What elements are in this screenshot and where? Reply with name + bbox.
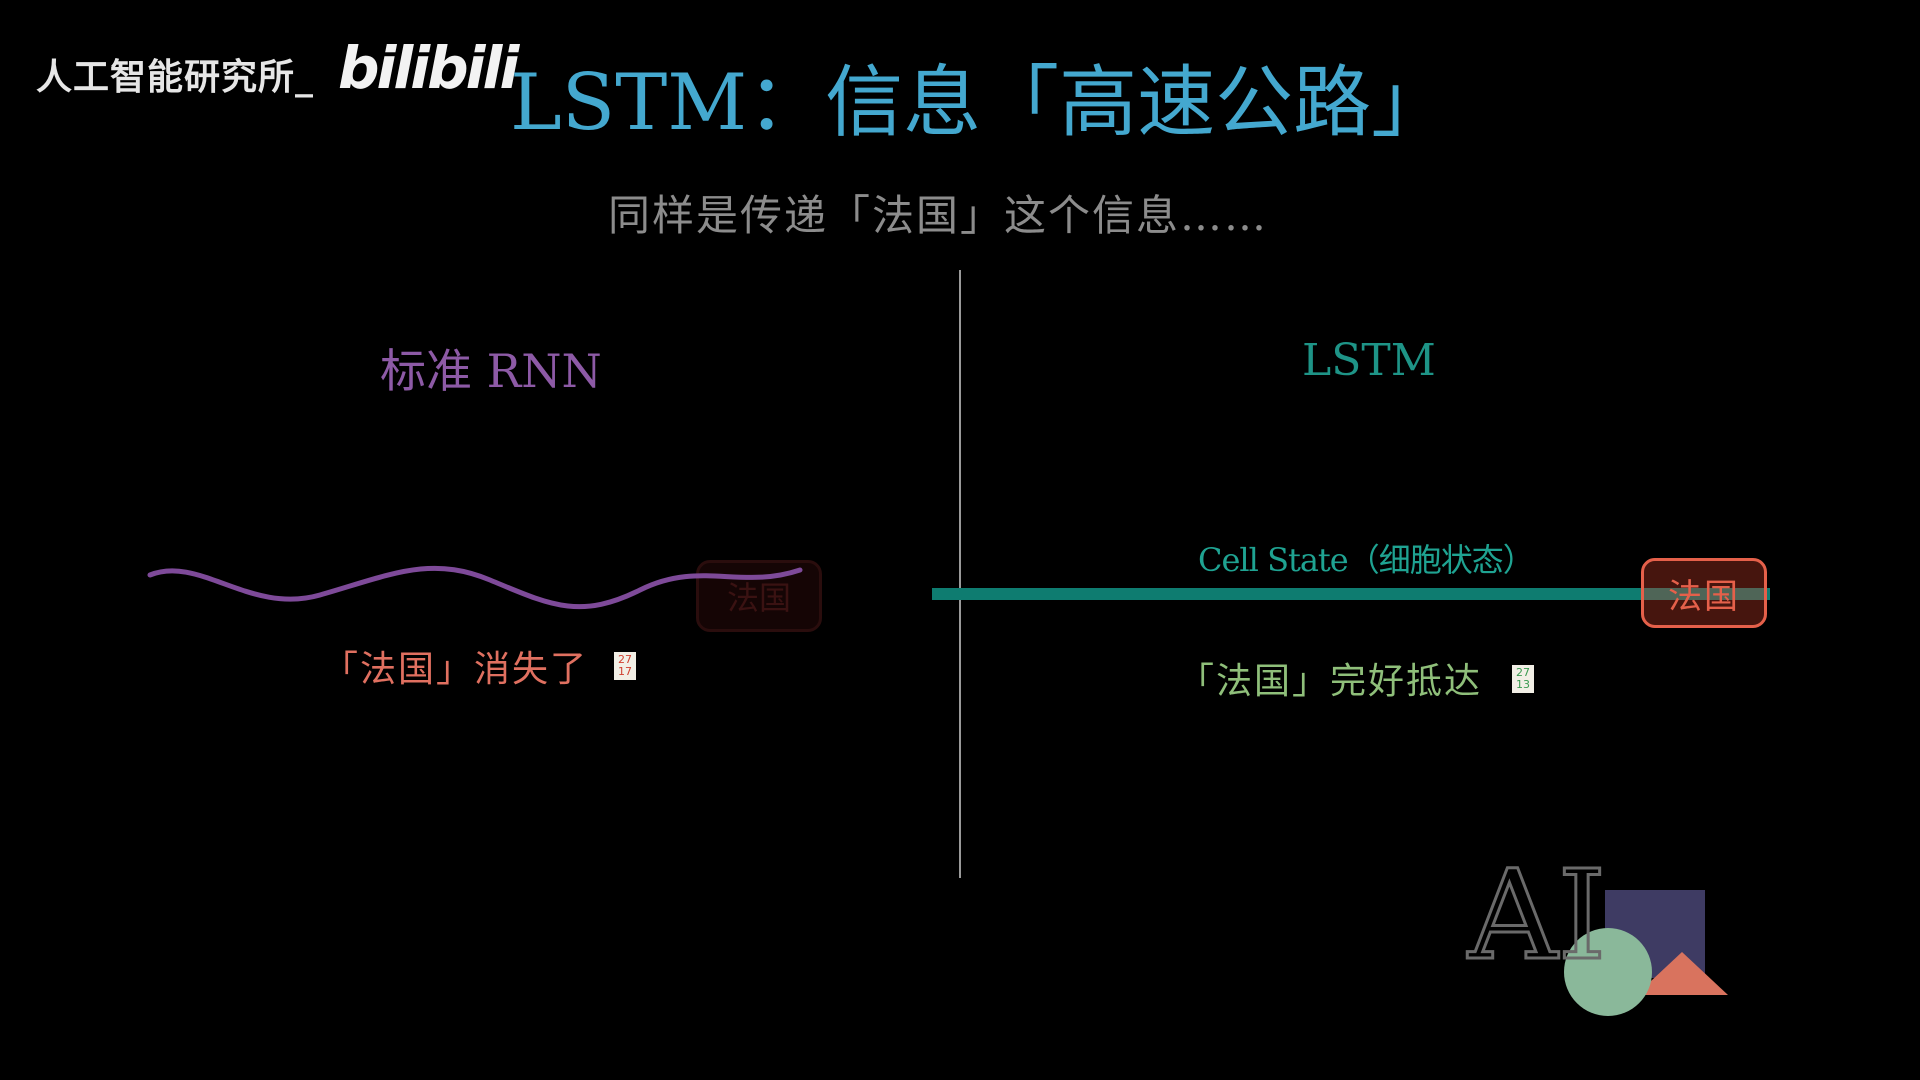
cell-state-line <box>932 588 1770 600</box>
lstm-result-text: 「法国」完好抵达 <box>1178 661 1483 702</box>
slide-title: LSTM：信息「高速公路」 <box>510 58 1450 148</box>
lstm-heading: LSTM <box>1302 335 1436 386</box>
stamp-icon: 27 17 <box>614 652 636 680</box>
wave-icon <box>147 565 803 610</box>
rnn-heading: 标准 RNN <box>380 344 602 398</box>
ai-logo-icon: AI <box>1466 850 1728 1016</box>
panel-divider <box>959 270 961 878</box>
rnn-result-text: 「法国」消失了 <box>322 649 589 690</box>
cell-state-label: Cell State（细胞状态） <box>1198 541 1535 579</box>
bilibili-logo: bilibili <box>338 34 519 102</box>
lstm-tag: 法国 <box>1641 558 1767 628</box>
slide-subtitle: 同样是传递「法国」这个信息…… <box>608 191 1269 240</box>
stamp-icon: 27 13 <box>1512 665 1534 693</box>
channel-brand: 人工智能研究所_ <box>36 57 315 98</box>
ai-logo-text: AI <box>1467 850 1607 988</box>
